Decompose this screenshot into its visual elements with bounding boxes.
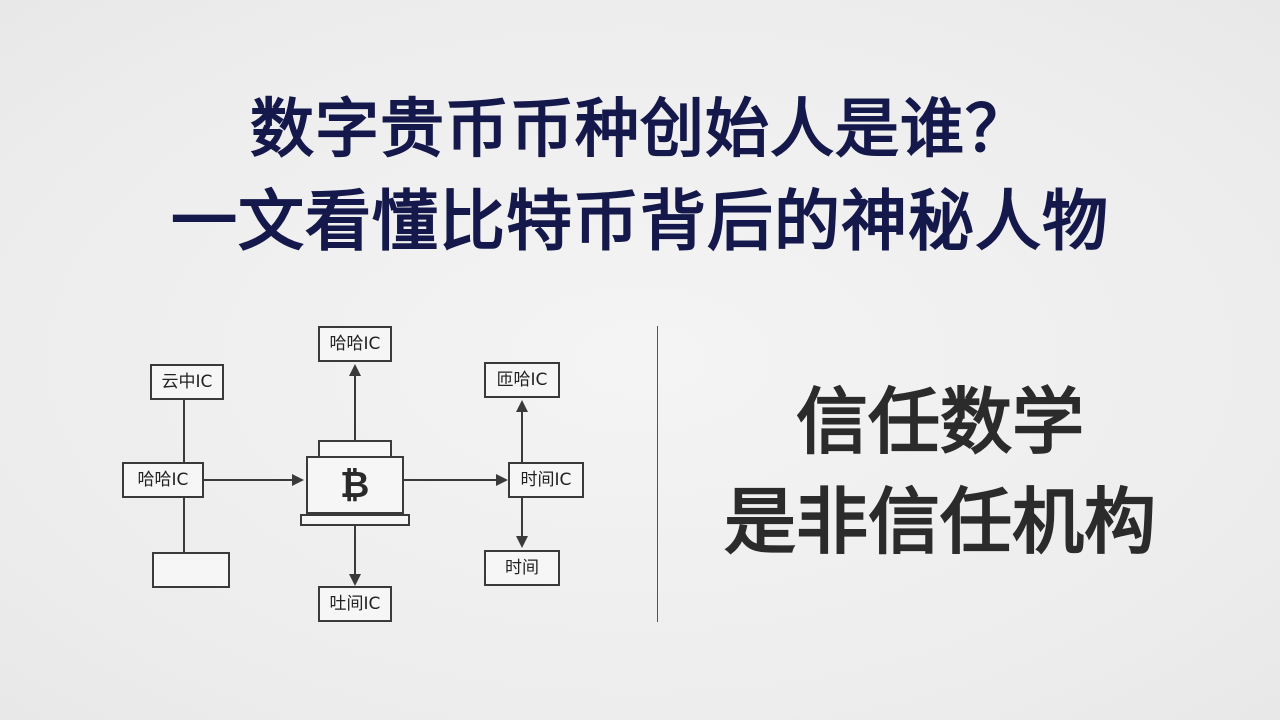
edge-left-leftbottom <box>183 498 185 552</box>
bitcoin-device-top <box>318 440 392 456</box>
arrow-down-rightbottom <box>516 536 528 548</box>
node-right-bottom: 时间 <box>484 550 560 586</box>
edge-center-right <box>404 479 496 481</box>
slogan-line-2: 是非信任机构 <box>723 479 1156 564</box>
edge-left-center <box>204 479 294 481</box>
bitcoin-device-base <box>300 514 410 526</box>
node-right-top: 匝哈IC <box>484 362 560 398</box>
page-title: 数字贵币币种创始人是谁？ 一文看懂比特币背后的神秘人物 <box>0 84 1280 268</box>
edge-lefttop-left <box>183 400 185 462</box>
edge-right-rightbottom <box>521 498 523 538</box>
node-left-top: 云中IC <box>150 364 224 400</box>
edge-center-top <box>354 374 356 440</box>
arrow-down-bottom <box>349 574 361 586</box>
slogan: 信任数学 是非信任机构 <box>690 372 1190 572</box>
node-left: 哈哈IC <box>122 462 204 498</box>
node-right: 时间IC <box>508 462 584 498</box>
edge-right-righttop <box>521 410 523 462</box>
node-left-bottom <box>152 552 230 588</box>
slogan-line-1: 信任数学 <box>795 379 1084 464</box>
bitcoin-icon: ₿ <box>340 465 370 506</box>
node-top: 哈哈IC <box>318 326 392 362</box>
bitcoin-device: ₿ <box>306 456 404 514</box>
node-bottom: 吐间IC <box>318 586 392 622</box>
vertical-divider <box>657 326 658 622</box>
edge-center-bottom <box>354 526 356 576</box>
title-line-1: 数字贵币币种创始人是谁？ <box>250 93 1030 167</box>
arrow-up-righttop <box>516 400 528 412</box>
title-line-2: 一文看懂比特币背后的神秘人物 <box>171 183 1109 260</box>
arrow-up-top <box>349 364 361 376</box>
arrow-right-center <box>292 474 304 486</box>
arrow-right-right <box>496 474 508 486</box>
